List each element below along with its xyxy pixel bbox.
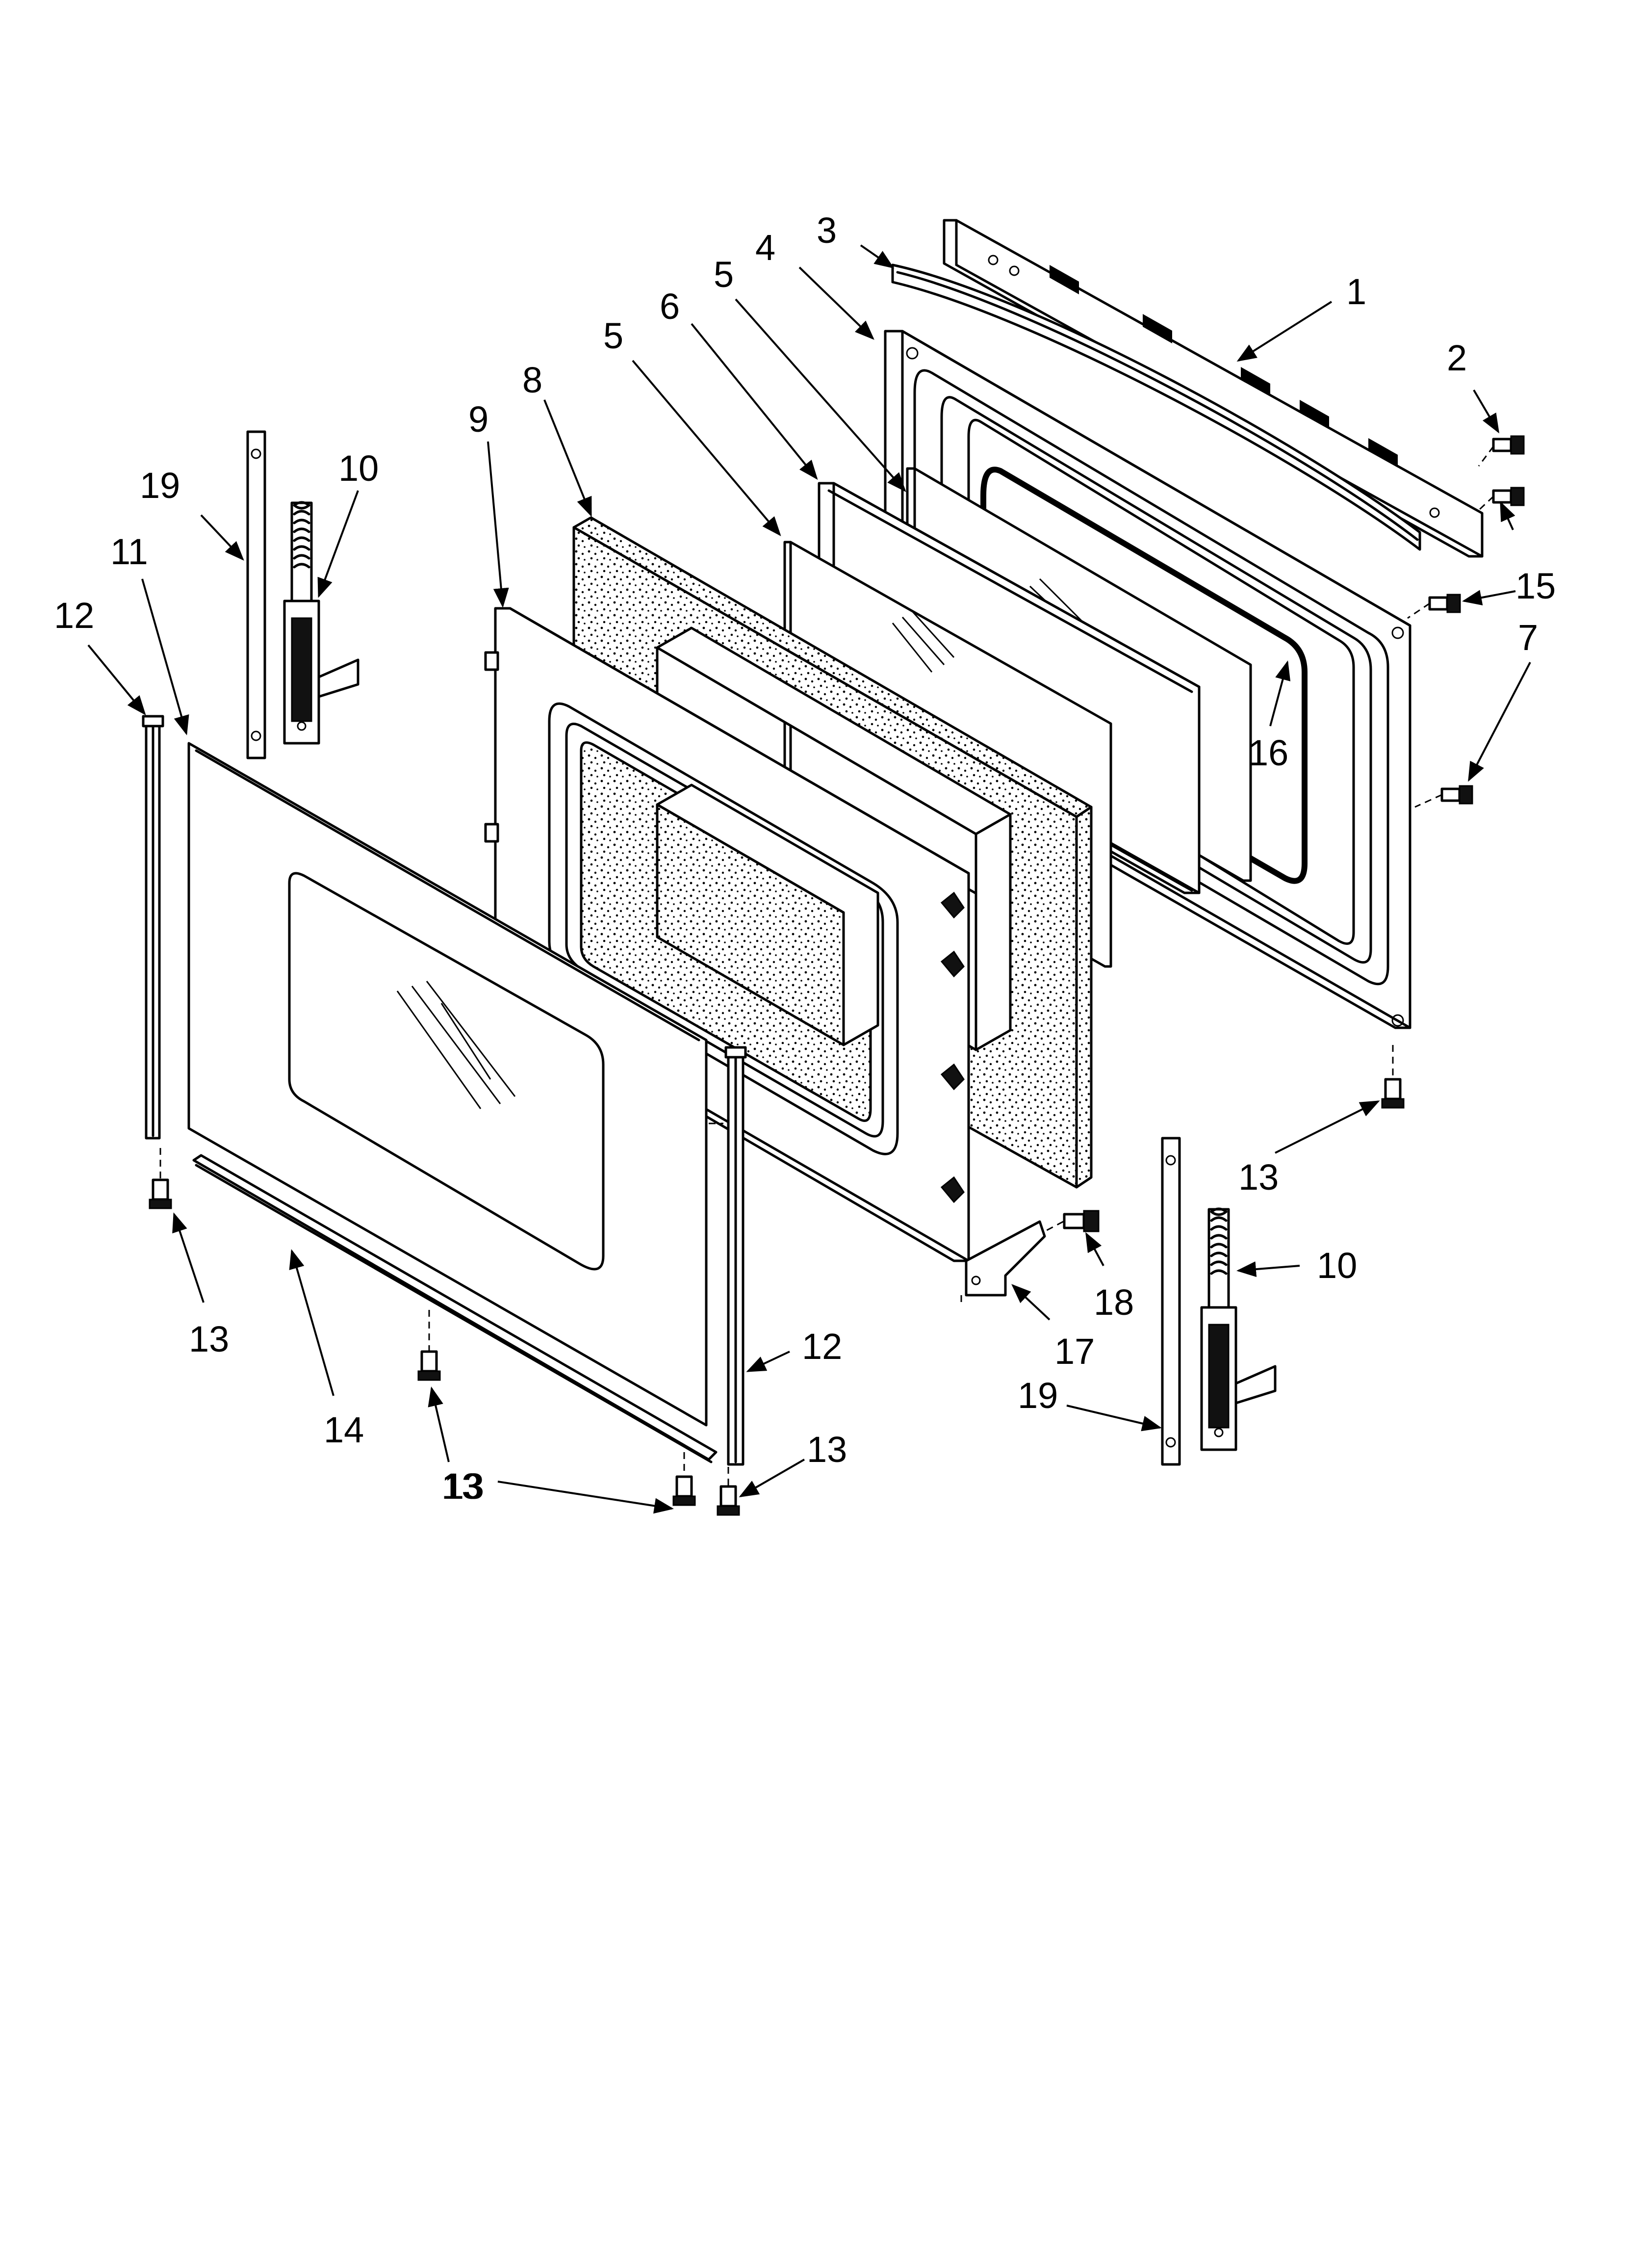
- screw-7: [1440, 785, 1473, 805]
- callout-13b-label: 13: [444, 1466, 484, 1507]
- callout-4-label: 4: [755, 227, 775, 268]
- callout-5b: 5: [603, 315, 781, 537]
- callout-15: 15: [1462, 501, 1556, 606]
- callout-6-label: 6: [660, 286, 680, 327]
- callout-14-label: 14: [324, 1409, 364, 1450]
- callout-11: 11: [110, 531, 189, 735]
- part-hinge-upper: [283, 501, 359, 745]
- part-hinge-lower: [1200, 1207, 1277, 1451]
- callout-2: 2: [1447, 338, 1500, 434]
- callout-12a: 12: [54, 595, 146, 716]
- callout-4: 4: [755, 227, 874, 340]
- callout-17: 17: [1011, 1284, 1095, 1372]
- callout-13e-label: 13: [1238, 1157, 1279, 1198]
- callout-13e: 13: [1238, 1100, 1380, 1198]
- part-vent-trim: [943, 219, 1484, 558]
- callout-5b-label: 5: [603, 315, 623, 356]
- alignment-lines: [159, 446, 1494, 1486]
- screw-13-bottom-a: [672, 1475, 696, 1506]
- callout-19b-label: 19: [1018, 1375, 1058, 1416]
- part-hinge-receiver-lower: [1161, 1137, 1181, 1466]
- screw-18: [1063, 1210, 1100, 1232]
- callout-13c: 13: [441, 1466, 674, 1514]
- callout-13d-label: 13: [807, 1429, 847, 1470]
- screw-2: [1492, 435, 1525, 455]
- part-door-frame: [484, 607, 970, 1262]
- screw-13-left: [149, 1178, 172, 1209]
- callout-16: 16: [1248, 660, 1291, 773]
- screw-13-bottom-center: [417, 1350, 441, 1381]
- callout-12a-label: 12: [54, 595, 94, 636]
- screw-15-a: [1492, 487, 1525, 506]
- callout-7-label: 7: [1518, 617, 1538, 658]
- part-side-trim-left: [142, 715, 164, 1140]
- callout-13a: 13: [172, 1212, 229, 1359]
- callout-10b-label: 10: [1317, 1245, 1357, 1286]
- callout-18-label: 18: [1094, 1282, 1134, 1323]
- callout-3-label: 3: [817, 210, 837, 251]
- part-bottom-trim: [192, 1154, 718, 1463]
- callout-2-label: 2: [1447, 338, 1467, 378]
- screw-13-bottom-b: [717, 1485, 740, 1516]
- callout-6: 6: [660, 286, 818, 480]
- screw-15-b: [1428, 594, 1461, 613]
- screw-13-right: [1381, 1078, 1405, 1109]
- callout-13b: 13: [428, 1386, 484, 1507]
- callout-11-label: 11: [110, 531, 148, 572]
- callout-16-label: 16: [1248, 732, 1288, 773]
- callout-7: 7: [1468, 617, 1538, 782]
- callout-5a: 5: [714, 254, 906, 492]
- part-bracket: [965, 1220, 1046, 1297]
- part-door-gasket: [980, 467, 1308, 884]
- part-insulation: [572, 516, 1093, 1189]
- callout-5a-label: 5: [714, 254, 734, 295]
- callout-9-label: 9: [468, 399, 488, 440]
- callout-12b-label: 12: [802, 1326, 842, 1367]
- callout-10a-label: 10: [338, 448, 379, 489]
- callout-8: 8: [522, 360, 592, 517]
- callout-19a-label: 19: [140, 465, 180, 506]
- callout-14: 14: [289, 1249, 364, 1450]
- callout-15-label: 15: [1515, 566, 1556, 606]
- callout-17-label: 17: [1054, 1331, 1095, 1372]
- callout-8-label: 8: [522, 360, 542, 400]
- part-handle-trim: [891, 263, 1421, 551]
- callout-19b: 19: [1018, 1375, 1162, 1432]
- callout-9: 9: [468, 399, 509, 608]
- callout-19a: 19: [140, 465, 244, 561]
- part-hinge-receiver-upper: [246, 430, 266, 759]
- callout-3: 3: [817, 210, 895, 269]
- callout-13c-label: 13: [441, 1466, 482, 1507]
- part-side-trim-right: [724, 1046, 747, 1466]
- callout-12b: 12: [746, 1326, 842, 1372]
- callout-18: 18: [1085, 1232, 1134, 1323]
- callout-10b: 10: [1236, 1245, 1357, 1286]
- callout-10a: 10: [317, 448, 379, 598]
- callout-13d: 13: [739, 1429, 847, 1497]
- callout-1: 1: [1236, 271, 1366, 362]
- part-outer-door-panel: [187, 742, 708, 1427]
- callout-1-label: 1: [1346, 271, 1366, 312]
- callout-13a-label: 13: [189, 1319, 229, 1359]
